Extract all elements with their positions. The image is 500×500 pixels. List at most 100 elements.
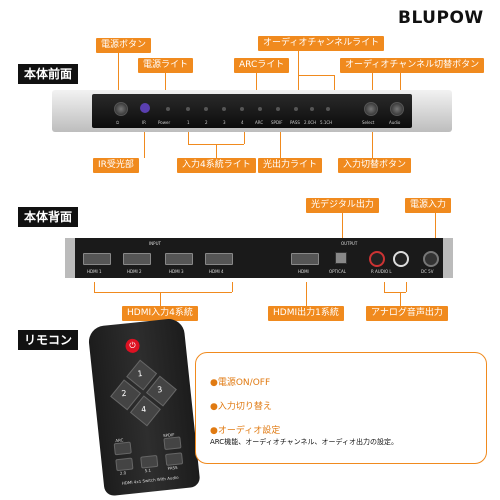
- remote-51-label: 5.1: [144, 467, 152, 474]
- leader-line: [232, 282, 233, 292]
- leader-line: [384, 292, 406, 293]
- remote-control: ⏻ 1 2 3 4 ARC SPDIF 2.0 5.1 PASS HDMI 4x…: [87, 317, 201, 497]
- remote-power-button[interactable]: ⏻: [124, 338, 141, 354]
- hdmi-out-port: [291, 253, 319, 265]
- label-spdif: SPDIF: [271, 120, 283, 125]
- callout-audio-channel-switch: オーディオチャンネル切替ボタン: [340, 58, 485, 73]
- hdmi-in-2-port: [123, 253, 151, 265]
- leader-line: [160, 292, 161, 306]
- input-led-4: [240, 107, 244, 111]
- label-dc5v: DC 5V: [421, 269, 434, 274]
- audio-button[interactable]: [390, 102, 404, 116]
- label-hdmi1: HDMI 1: [87, 269, 102, 274]
- hdmi-in-1-port: [83, 253, 111, 265]
- label-audio-rl: R AUDIO L: [371, 269, 392, 274]
- info-item-input: ●入力切り替え: [210, 402, 272, 412]
- remote-20-label: 2.0: [119, 470, 127, 476]
- front-panel-face: ⏻ IR Power 1 2 3 4 ARC SPDIF PASS 2.0CH …: [92, 94, 412, 128]
- remote-arc-label: ARC: [115, 437, 124, 444]
- label-output-group: OUTPUT: [341, 241, 358, 246]
- leader-line: [384, 282, 385, 292]
- callout-power-light: 電源ライト: [138, 58, 194, 73]
- remote-key-4-label: 4: [140, 404, 147, 415]
- remote-arc-button[interactable]: [113, 441, 132, 456]
- callout-hdmi-in4: HDMI入力4系統: [122, 306, 198, 321]
- input-led-1: [186, 107, 190, 111]
- remote-51-button[interactable]: [140, 454, 159, 469]
- remote-20-button[interactable]: [115, 457, 134, 472]
- leader-line: [118, 51, 119, 101]
- hdmi-in-3-port: [165, 253, 193, 265]
- remote-caption: HDMI 4x1 Switch With Audio: [121, 474, 179, 486]
- power-led: [166, 107, 170, 111]
- label-ir: IR: [142, 120, 146, 125]
- label-hdmi-out: HDMI: [298, 269, 309, 274]
- leader-line: [406, 282, 407, 292]
- device-front-panel: ⏻ IR Power 1 2 3 4 ARC SPDIF PASS 2.0CH …: [52, 90, 452, 132]
- input-led-2: [204, 107, 208, 111]
- info-item-audio-desc: ARC機能、オーディオチャンネル、オーディオ出力の設定。: [210, 438, 399, 446]
- leader-line: [94, 282, 95, 292]
- label-input-2: 2: [205, 120, 208, 125]
- leader-line: [94, 292, 232, 293]
- label-input-group: INPUT: [149, 241, 161, 246]
- label-input-4: 4: [241, 120, 244, 125]
- remote-info-box: ●電源ON/OFF ●入力切り替え ●オーディオ設定 ARC機能、オーディオチャ…: [195, 352, 487, 464]
- back-panel-edge-right: [443, 238, 453, 278]
- callout-analog-out: アナログ音声出力: [366, 306, 448, 321]
- leader-line: [400, 292, 401, 306]
- pass-led: [294, 107, 298, 111]
- remote-key-3-label: 3: [156, 385, 163, 395]
- leader-line: [165, 71, 166, 104]
- callout-hdmi-out1: HDMI出力1系統: [268, 306, 344, 321]
- section-front-title: 本体前面: [18, 64, 79, 84]
- label-input-1: 1: [187, 120, 190, 125]
- callout-optical-out: 光デジタル出力: [306, 198, 379, 213]
- leader-line: [435, 211, 436, 245]
- label-power: Power: [158, 120, 171, 125]
- label-power-symbol: ⏻: [116, 120, 120, 125]
- leader-line: [298, 75, 334, 76]
- label-hdmi2: HDMI 2: [127, 269, 142, 274]
- label-optical: OPTICAL: [329, 269, 346, 274]
- section-back-title: 本体背面: [18, 207, 79, 227]
- leader-line: [334, 75, 335, 104]
- label-select: Select: [362, 120, 375, 125]
- leader-line: [372, 71, 373, 104]
- leader-line: [306, 282, 307, 306]
- power-button[interactable]: [114, 102, 128, 116]
- leader-line: [400, 71, 401, 104]
- ir-receiver: [140, 103, 150, 113]
- info-item-audio: ●オーディオ設定: [210, 426, 281, 436]
- ch20-led: [310, 107, 314, 111]
- leader-line: [342, 211, 343, 245]
- hdmi-in-4-port: [205, 253, 233, 265]
- label-audio: Audio: [389, 120, 401, 125]
- input-led-3: [222, 107, 226, 111]
- leader-line: [144, 118, 145, 158]
- section-remote-title: リモコン: [18, 330, 79, 350]
- remote-spdif-button[interactable]: [163, 436, 182, 451]
- remote-key-1-label: 1: [137, 368, 144, 379]
- remote-pass-label: PASS: [167, 464, 178, 471]
- leader-line: [256, 71, 257, 104]
- select-button[interactable]: [364, 102, 378, 116]
- dc-power-jack: [423, 251, 439, 267]
- callout-power-in: 電源入力: [405, 198, 452, 213]
- audio-r-jack: [369, 251, 385, 267]
- callout-audio-channel-light: オーディオチャンネルライト: [258, 36, 385, 51]
- callout-optical-light: 光出力ライト: [258, 158, 323, 173]
- callout-input4-lights: 入力4系統ライト: [177, 158, 256, 173]
- leader-line: [280, 118, 281, 158]
- label-hdmi3: HDMI 3: [169, 269, 184, 274]
- label-ch20: 2.0CH: [304, 120, 317, 125]
- leader-line: [372, 118, 373, 158]
- device-back-panel: INPUT OUTPUT HDMI 1 HDMI 2 HDMI 3 HDMI 4…: [65, 238, 453, 278]
- optical-out-port: [335, 252, 347, 264]
- label-arc: ARC: [255, 120, 264, 125]
- callout-power-button: 電源ボタン: [96, 38, 152, 53]
- label-input-3: 3: [223, 120, 226, 125]
- remote-pass-button[interactable]: [165, 452, 184, 466]
- back-panel-edge-left: [65, 238, 75, 278]
- remote-key-2-label: 2: [121, 388, 128, 399]
